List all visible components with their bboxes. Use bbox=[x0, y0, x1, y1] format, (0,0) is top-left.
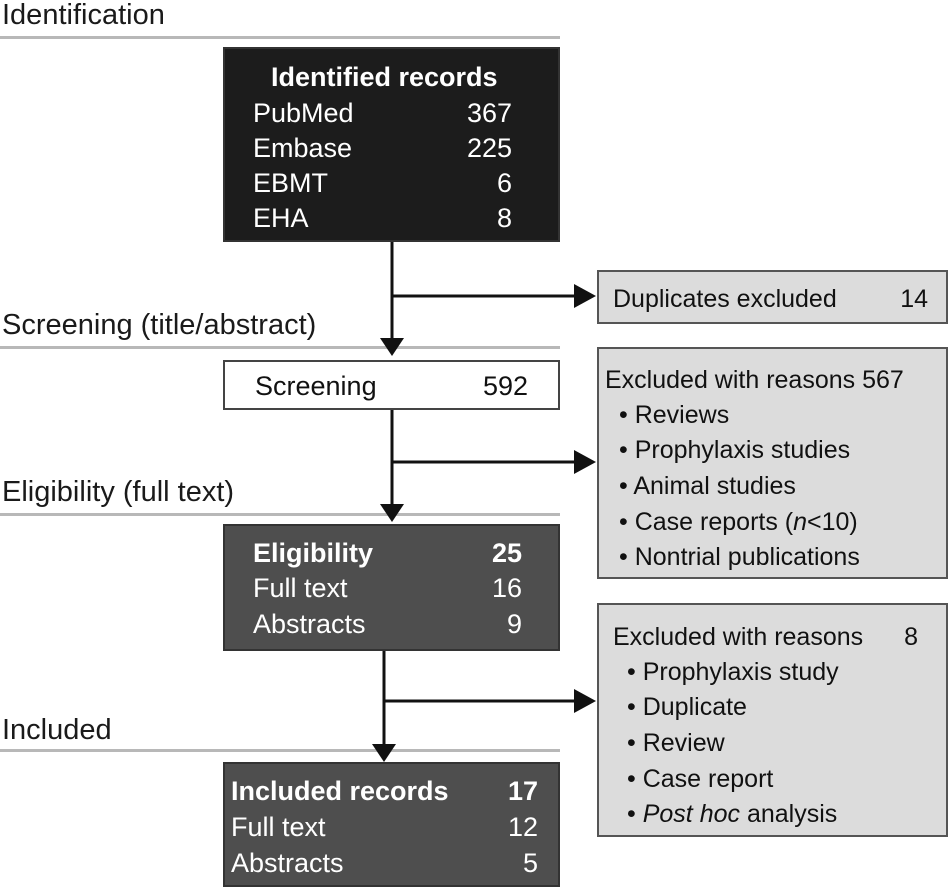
stage-eligibility-rule bbox=[0, 513, 560, 516]
included-row-label: Abstracts bbox=[231, 848, 344, 878]
identified-row-value: 8 bbox=[496, 203, 512, 233]
stage-included-rule bbox=[0, 749, 560, 752]
duplicates-value: 14 bbox=[900, 285, 928, 313]
included-row-value: 5 bbox=[522, 848, 538, 878]
eligibility-row-label: Full text bbox=[253, 573, 348, 603]
included-records-title-value: 17 bbox=[507, 776, 538, 806]
identified-row-label: Embase bbox=[253, 133, 353, 163]
included-row-label: Full text bbox=[231, 812, 326, 842]
excluded-eligibility-item: • Post hoc analysis bbox=[627, 802, 837, 827]
excluded-screening-item-label: Reviews bbox=[634, 401, 730, 429]
eligibility-title: Eligibility bbox=[253, 538, 374, 568]
bullet-icon: • bbox=[627, 693, 636, 721]
bullet-icon: • bbox=[627, 765, 636, 793]
identified-records-box: Identified records PubMed 367 Embase 225… bbox=[223, 47, 560, 242]
excluded-eligibility-item-label: Review bbox=[642, 729, 725, 757]
identified-records-title: Identified records bbox=[271, 62, 498, 92]
included-records-title: Included records bbox=[231, 776, 449, 806]
case-report-threshold: <10) bbox=[807, 508, 858, 536]
duplicates-excluded-box: Duplicates excluded 14 bbox=[597, 270, 948, 324]
excluded-eligibility-title: Excluded with reasons bbox=[613, 623, 864, 651]
screening-value: 592 bbox=[482, 371, 528, 401]
bullet-icon: • bbox=[627, 658, 636, 686]
excluded-eligibility-item: • Prophylaxis study bbox=[627, 660, 839, 685]
excluded-screening-item: • Reviews bbox=[619, 403, 729, 428]
included-row-value: 12 bbox=[507, 812, 538, 842]
bullet-icon: • bbox=[619, 543, 628, 571]
stage-included-label: Included bbox=[2, 714, 112, 746]
bullet-icon: • bbox=[619, 472, 628, 500]
eligibility-row-label: Abstracts bbox=[253, 609, 366, 639]
excluded-screening-item-label: Nontrial publications bbox=[634, 543, 860, 571]
excluded-eligibility-box: Excluded with reasons 8 • Prophylaxis st… bbox=[597, 603, 948, 837]
eligibility-box: Eligibility 25 Full text 16 Abstracts 9 bbox=[223, 524, 560, 651]
excluded-eligibility-item: • Duplicate bbox=[627, 695, 747, 720]
excluded-screening-item: • Animal studies bbox=[619, 474, 796, 499]
bullet-icon: • bbox=[619, 508, 628, 536]
post-hoc-term: Post hoc bbox=[642, 800, 740, 828]
excluded-eligibility-item-label: Prophylaxis study bbox=[642, 658, 839, 686]
screening-box: Screening 592 bbox=[223, 360, 560, 410]
identified-row-label: EBMT bbox=[253, 168, 329, 198]
excluded-eligibility-item-label: Case report bbox=[642, 765, 774, 793]
identified-row-label: EHA bbox=[253, 203, 309, 233]
bullet-icon: • bbox=[619, 436, 628, 464]
excluded-eligibility-item: • Case report bbox=[627, 767, 773, 792]
stage-screening-rule bbox=[0, 346, 560, 349]
identified-row-value: 225 bbox=[466, 133, 512, 163]
excluded-screening-title: Excluded with reasons 567 bbox=[605, 366, 904, 394]
excluded-screening-item: • Nontrial publications bbox=[619, 545, 860, 570]
post-hoc-rest: analysis bbox=[740, 800, 838, 828]
excluded-screening-item-label: Prophylaxis studies bbox=[634, 436, 851, 464]
bullet-icon: • bbox=[619, 401, 628, 429]
stage-eligibility-label: Eligibility (full text) bbox=[2, 476, 235, 508]
excluded-screening-item-label: Animal studies bbox=[633, 472, 796, 500]
excluded-screening-box: Excluded with reasons 567 • Reviews • Pr… bbox=[597, 347, 948, 579]
identified-row-value: 367 bbox=[466, 98, 512, 128]
excluded-screening-item-label: Case reports ( bbox=[634, 508, 794, 536]
excluded-eligibility-item: • Review bbox=[627, 731, 725, 756]
screening-label: Screening bbox=[255, 371, 377, 401]
stage-screening-label: Screening (title/abstract) bbox=[2, 309, 317, 341]
duplicates-label: Duplicates excluded bbox=[613, 285, 837, 313]
identified-row-label: PubMed bbox=[253, 98, 354, 128]
eligibility-row-value: 9 bbox=[506, 609, 522, 639]
stage-identification-label: Identification bbox=[2, 0, 165, 31]
bullet-icon: • bbox=[627, 800, 636, 828]
bullet-icon: • bbox=[627, 729, 636, 757]
excluded-screening-item: • Case reports (n<10) bbox=[619, 510, 858, 535]
eligibility-title-value: 25 bbox=[491, 538, 522, 568]
stage-identification-rule bbox=[0, 36, 560, 39]
excluded-screening-item: • Prophylaxis studies bbox=[619, 438, 850, 463]
eligibility-row-value: 16 bbox=[491, 573, 522, 603]
included-records-box: Included records 17 Full text 12 Abstrac… bbox=[223, 762, 560, 887]
identified-row-value: 6 bbox=[496, 168, 512, 198]
case-report-n: n bbox=[793, 508, 808, 536]
excluded-eligibility-value: 8 bbox=[904, 623, 918, 651]
excluded-eligibility-item-label: Duplicate bbox=[642, 693, 747, 721]
